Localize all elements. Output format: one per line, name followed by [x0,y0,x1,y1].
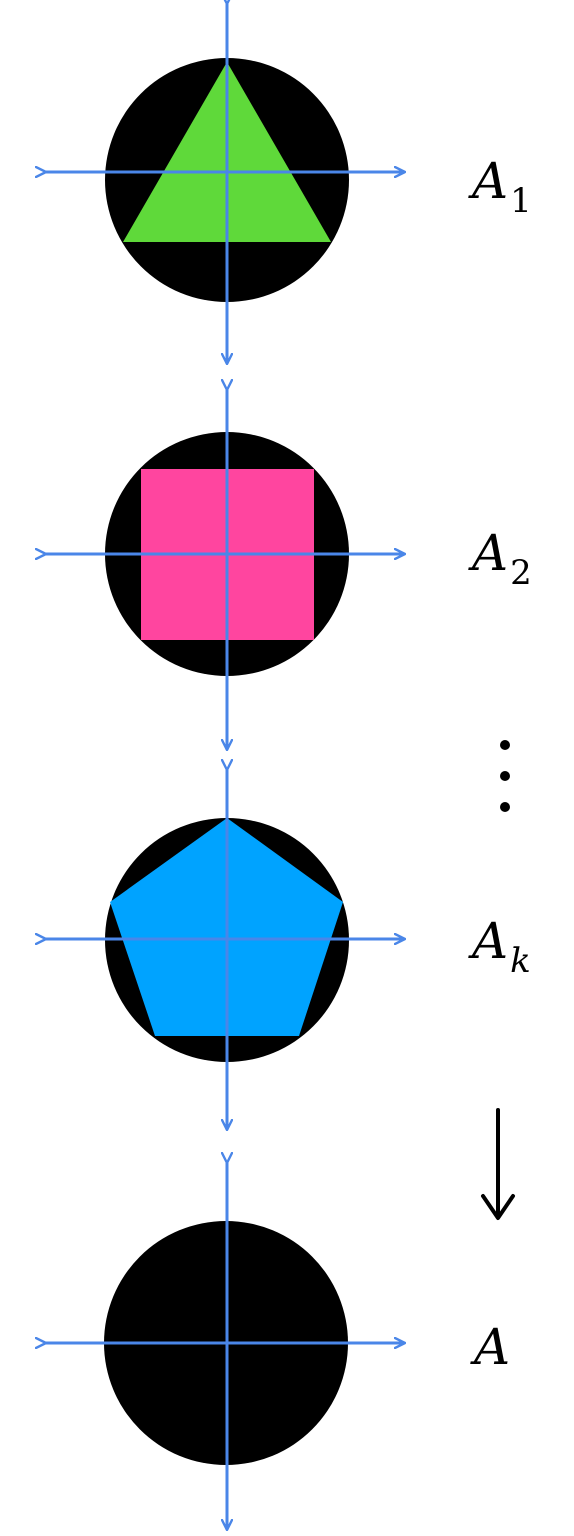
down-arrow-icon [481,1108,515,1220]
label-subscript: k [510,941,531,981]
label-main: A [468,912,508,970]
stage-label: A2 [468,524,532,593]
stage-a1: A1 [46,4,532,364]
vertical-ellipsis-icon [500,740,510,812]
stage-label: A1 [468,152,532,221]
label-subscript: 2 [510,553,532,593]
stage-label: A [470,1318,510,1376]
stage-label: Ak [468,912,531,981]
label-subscript: 1 [510,181,532,221]
label-main: A [468,152,508,210]
label-main: A [470,1318,510,1376]
label-main: A [468,524,508,582]
stage-a: A [46,1163,510,1530]
stage-a2: A2 [46,390,532,750]
stage-ak: Ak [46,770,531,1130]
